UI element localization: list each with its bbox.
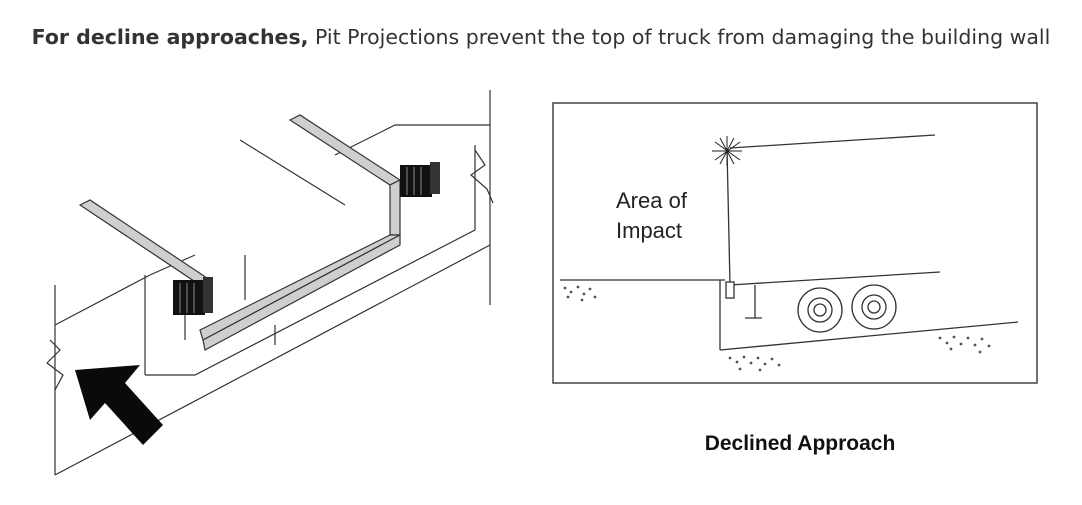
gravel-marks xyxy=(563,285,991,372)
declined-approach-diagram: Area of Impact xyxy=(552,102,1038,384)
arrow-up-left-icon xyxy=(75,365,163,445)
pit-projection-illustration xyxy=(46,90,494,476)
title-rest: Pit Projections prevent the top of truck… xyxy=(308,25,1051,49)
diagram-caption: Declined Approach xyxy=(704,432,896,455)
diagram-frame xyxy=(552,102,1038,384)
page-title: For decline approaches, Pit Projections … xyxy=(0,22,1082,52)
impact-burst-icon xyxy=(712,136,742,166)
title-bold: For decline approaches, xyxy=(31,25,309,49)
pit-rails xyxy=(78,114,402,351)
area-label-line2: Impact xyxy=(616,218,682,243)
truck-wheels xyxy=(797,284,897,333)
dock-bumper-icon xyxy=(173,162,440,315)
area-label-line1: Area of xyxy=(616,188,688,213)
